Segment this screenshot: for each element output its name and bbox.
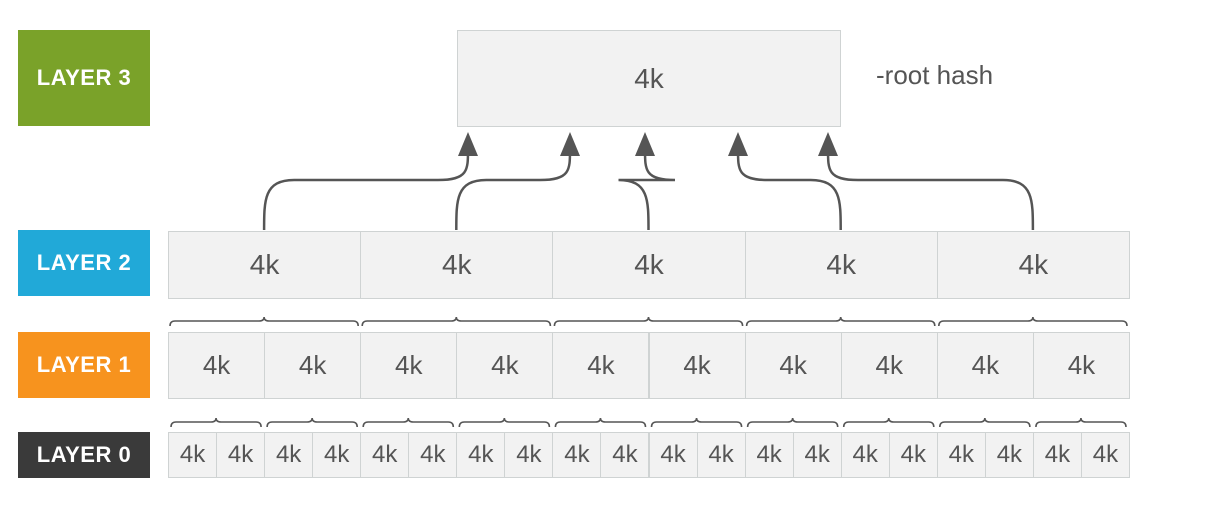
- layer-0-group-brace: [939, 417, 1031, 428]
- layer-0-group-brace: [458, 417, 551, 428]
- layer-0-group-brace: [266, 417, 358, 428]
- arrowhead-icon: [818, 132, 838, 156]
- layer-0-group-brace: [170, 417, 262, 428]
- layer-1-group-brace: [938, 316, 1128, 327]
- layer-1-block: 4k: [552, 332, 650, 399]
- layer-0-group-brace: [1035, 417, 1127, 428]
- layer-0-block: 4k: [264, 432, 314, 478]
- layer-0-block: 4k: [504, 432, 554, 478]
- layer-1-label: LAYER 1: [18, 332, 150, 398]
- layer-2-block: 4k: [744, 231, 938, 299]
- layer-0-block: 4k: [1032, 432, 1082, 478]
- hash-arrow: [262, 149, 470, 231]
- layer-0-block: 4k: [600, 432, 650, 478]
- layer-0-group-brace: [746, 417, 839, 428]
- layer-0-group-brace: [554, 417, 647, 428]
- layer-0-block: 4k: [696, 432, 746, 478]
- layer-1-block: 4k: [840, 332, 938, 399]
- layer-2-block: 4k: [552, 231, 746, 299]
- layer-1-block: 4k: [648, 332, 746, 399]
- layer-2-block: 4k: [936, 231, 1130, 299]
- layer-1-block: 4k: [264, 332, 362, 399]
- layer-0-label: LAYER 0: [18, 432, 150, 478]
- layer-0-block: 4k: [216, 432, 266, 478]
- layer-0-block: 4k: [840, 432, 890, 478]
- arrowhead-icon: [458, 132, 478, 156]
- layer-0-block: 4k: [984, 432, 1034, 478]
- layer-1-block: 4k: [744, 332, 842, 399]
- layer-0-block: 4k: [312, 432, 362, 478]
- arrowhead-icon: [635, 132, 655, 156]
- root-hash-block: 4k: [457, 30, 841, 127]
- layer-0-block: 4k: [408, 432, 458, 478]
- layer-1-group-brace: [745, 316, 936, 327]
- layer-0-group-brace: [362, 417, 455, 428]
- layer-0-block: 4k: [936, 432, 986, 478]
- hash-arrow: [736, 149, 842, 231]
- layer-1-block: 4k: [168, 332, 266, 399]
- layer-0-block: 4k: [792, 432, 842, 478]
- layer-1-group-brace: [361, 316, 552, 327]
- layer-0-block: 4k: [168, 432, 218, 478]
- layer-1-block: 4k: [936, 332, 1034, 399]
- arrowhead-icon: [728, 132, 748, 156]
- layer-0-block: 4k: [1080, 432, 1130, 478]
- layer-0-block: 4k: [552, 432, 602, 478]
- layer-0-block: 4k: [888, 432, 938, 478]
- arrowhead-icon: [560, 132, 580, 156]
- layer-1-group-brace: [553, 316, 744, 327]
- layer-1-group-brace: [169, 316, 359, 327]
- layer-2-block: 4k: [360, 231, 554, 299]
- layer-0-group-brace: [650, 417, 743, 428]
- layer-2-block: 4k: [168, 231, 362, 299]
- layer-1-block: 4k: [456, 332, 554, 399]
- layer-0-block: 4k: [456, 432, 506, 478]
- hash-arrow: [455, 149, 572, 231]
- layer-0-group-brace: [842, 417, 935, 428]
- layer-0-block: 4k: [648, 432, 698, 478]
- layer-1-block: 4k: [1032, 332, 1130, 399]
- layer-0-block: 4k: [360, 432, 410, 478]
- root-hash-note: -root hash: [876, 60, 994, 90]
- layer-0-block: 4k: [744, 432, 794, 478]
- layer-1-block: 4k: [360, 332, 458, 399]
- layer-2-label: LAYER 2: [18, 230, 150, 296]
- hash-arrow: [826, 149, 1035, 231]
- layer-3-label: LAYER 3: [18, 30, 150, 126]
- hash-arrow: [618, 149, 676, 231]
